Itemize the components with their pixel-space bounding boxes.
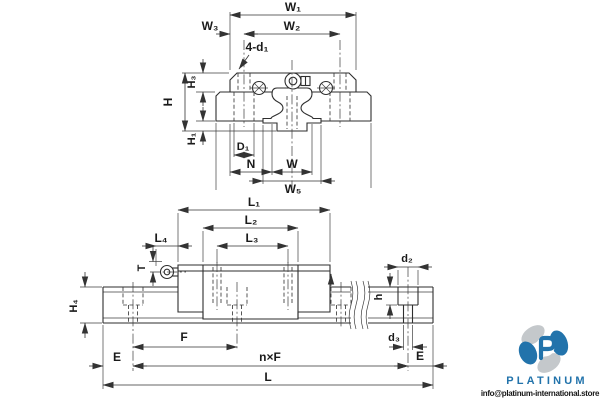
- rail-profile: [262, 87, 322, 132]
- label-w3: W₃: [202, 19, 219, 33]
- watermark-logo: PLATINUM info@platinum-international.sto…: [481, 325, 600, 398]
- rail-break-lines: [348, 280, 371, 330]
- front-hidden-hole-lines: [233, 73, 351, 129]
- side-elevation-view: L₁ L₂ L₃ L₄ T H₄ E F n×F L d₂ h d₃ E: [68, 195, 447, 389]
- label-w: W: [286, 157, 298, 171]
- rail-counterbore-section: [397, 267, 419, 371]
- label-d2: d₂: [401, 253, 413, 265]
- brand-email: info@platinum-international.store: [481, 389, 600, 398]
- label-l2: L₂: [245, 213, 258, 227]
- grease-nipple-side: [150, 264, 186, 280]
- label-n: N: [247, 157, 256, 171]
- label-f: F: [180, 330, 187, 344]
- label-h-small: h: [373, 293, 385, 300]
- label-nxf: n×F: [259, 350, 281, 364]
- grease-nipple-front: [284, 72, 311, 90]
- label-h1: H₁: [186, 132, 198, 145]
- label-e-right: E: [416, 349, 424, 363]
- platinum-logo-icon: [518, 325, 569, 373]
- label-l3: L₃: [246, 231, 259, 245]
- front-section-view: W₁ W₂ W₃ 4-d₁ H H₃ H₁ D₁ N W W₅: [161, 0, 372, 196]
- label-h4: H₄: [68, 299, 80, 312]
- section-screw-right-icon: [317, 80, 335, 96]
- rail-side-outline: [102, 286, 434, 324]
- block-hidden-hole-lines: [212, 262, 293, 310]
- label-l1: L₁: [248, 195, 260, 209]
- carriage-block-side: [177, 264, 331, 320]
- front-dimension-labels: W₁ W₂ W₃ 4-d₁ H H₃ H₁ D₁ N W W₅: [161, 0, 301, 196]
- label-e-left: E: [113, 350, 121, 364]
- label-h: H: [161, 98, 175, 107]
- front-dimension-lines: [181, 11, 357, 185]
- label-w1: W₁: [285, 0, 301, 14]
- rail-hidden-mount-holes: [122, 282, 352, 371]
- label-d3: d₃: [388, 332, 400, 344]
- label-l: L: [264, 370, 271, 384]
- label-4d1: 4-d₁: [246, 40, 269, 54]
- label-h3: H₃: [186, 75, 198, 88]
- label-w2: W₂: [284, 19, 301, 33]
- label-d1cap: D₁: [237, 141, 250, 153]
- label-w5: W₅: [285, 182, 302, 196]
- brand-name: PLATINUM: [506, 375, 588, 387]
- label-l4: L₄: [154, 231, 167, 245]
- side-dimension-labels: L₁ L₂ L₃ L₄ T H₄ E F n×F L d₂ h d₃ E: [68, 195, 424, 384]
- section-screw-left-icon: [250, 80, 268, 96]
- side-dimension-lines: [81, 206, 447, 389]
- label-t: T: [136, 264, 148, 271]
